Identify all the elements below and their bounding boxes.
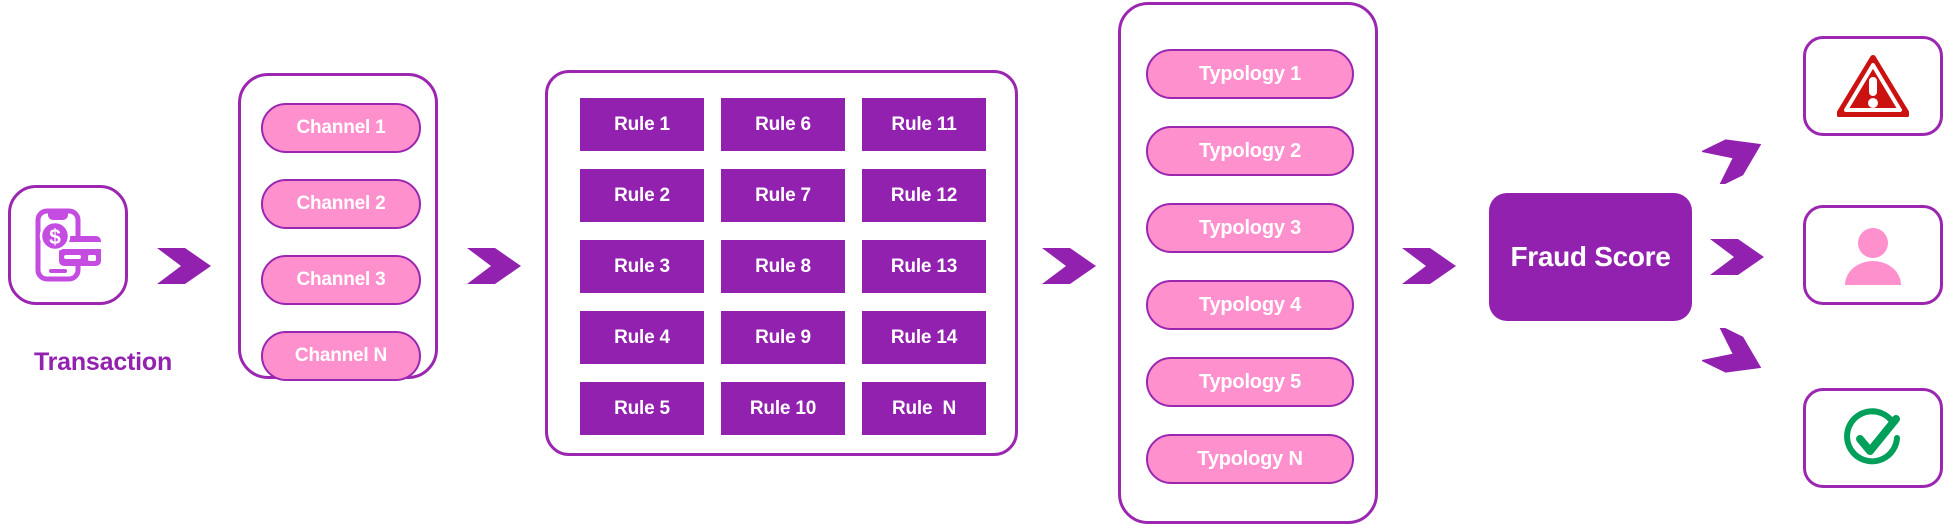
rule-box[interactable]: Rule N [862,382,986,435]
typology-label: Typology 4 [1198,293,1302,316]
user-person-icon [1845,228,1901,285]
transaction-icon-box: $ [8,185,128,305]
rule-box[interactable]: Rule 10 [721,382,845,435]
outcome-alert-box[interactable] [1803,36,1943,136]
channel-label: Channel 2 [296,193,386,214]
mobile-payment-icon: $ [35,208,101,282]
rules-panel: Rule 1 Rule 2 Rule 3 Rule 4 Rule 5 Rule … [545,70,1018,456]
typology-label: Typology 2 [1198,139,1302,162]
rule-box[interactable]: Rule 2 [580,169,704,222]
transaction-label: Transaction [33,348,173,376]
channels-panel: Channel 1 Channel 2 Channel 3 Channel N [238,73,438,381]
rule-box[interactable]: Rule 9 [721,311,845,364]
channel-label: Channel N [294,345,388,366]
typology-label: Typology 5 [1198,370,1302,393]
fraud-score-box[interactable]: Fraud Score [1489,193,1692,321]
rule-box[interactable]: Rule 13 [862,240,986,293]
typology-label: Typology N [1197,447,1303,470]
channel-pill[interactable]: Channel 2 [261,179,421,229]
channel-label: Channel 3 [296,269,386,290]
typology-pill[interactable]: Typology 3 [1146,203,1354,253]
typology-label: Typology 1 [1198,62,1302,85]
rule-box[interactable]: Rule 6 [721,98,845,151]
channel-pill[interactable]: Channel 3 [261,255,421,305]
typology-pill[interactable]: Typology 2 [1146,126,1354,176]
chevron-right-arrow [157,248,211,284]
rule-box[interactable]: Rule 3 [580,240,704,293]
outcome-review-box[interactable] [1803,205,1943,305]
channel-pill[interactable]: Channel 1 [261,103,421,153]
chevron-right-arrow [1042,248,1096,284]
typology-pill[interactable]: Typology N [1146,434,1354,484]
rule-box[interactable]: Rule 1 [580,98,704,151]
rule-box[interactable]: Rule 5 [580,382,704,435]
typology-label: Typology 3 [1198,216,1302,239]
typology-pill[interactable]: Typology 1 [1146,49,1354,99]
typologies-panel: Typology 1 Typology 2 Typology 3 Typolog… [1118,2,1378,524]
chevron-right-arrow [1402,248,1456,284]
chevron-right-arrow [1710,239,1764,275]
rule-box[interactable]: Rule 12 [862,169,986,222]
check-circle-icon [1844,408,1900,465]
rule-box[interactable]: Rule 7 [721,169,845,222]
rule-box[interactable]: Rule 4 [580,311,704,364]
rule-box[interactable]: Rule 8 [721,240,845,293]
svg-text:$: $ [49,226,61,249]
channel-label: Channel 1 [296,117,386,138]
chevron-down-right-arrow [1702,328,1762,373]
typology-pill[interactable]: Typology 4 [1146,280,1354,330]
chevron-right-arrow [467,248,521,284]
typology-pill[interactable]: Typology 5 [1146,357,1354,407]
channel-pill[interactable]: Channel N [261,331,421,381]
outcome-pass-box[interactable] [1803,388,1943,488]
fraud-score-label: Fraud Score [1510,241,1671,272]
rule-box[interactable]: Rule 11 [862,98,986,151]
chevron-up-right-arrow [1702,139,1762,184]
rule-box[interactable]: Rule 14 [862,311,986,364]
warning-triangle-icon [1837,55,1909,117]
